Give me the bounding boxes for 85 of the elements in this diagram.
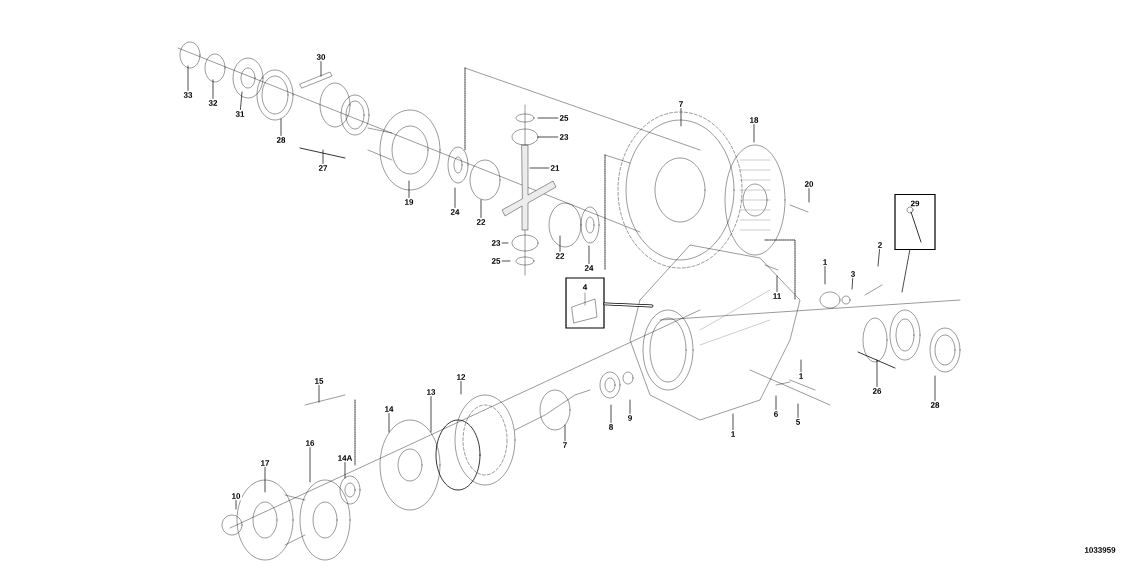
- callout-number: 1: [729, 429, 737, 439]
- callout-number: 20: [803, 179, 815, 189]
- callout-number: 16: [304, 438, 316, 448]
- leader-line: [430, 396, 432, 433]
- drawing-number: 1033959: [1084, 547, 1116, 553]
- callout-number: 10: [230, 491, 242, 501]
- callout-number: 30: [315, 52, 327, 62]
- leader-line: [537, 136, 559, 138]
- leader-line: [460, 381, 462, 395]
- leader-line: [264, 467, 266, 493]
- inset-box: 29: [894, 193, 936, 251]
- callout-number: 17: [259, 458, 271, 468]
- callout-number: 6: [772, 409, 780, 419]
- leader-line: [212, 79, 214, 99]
- callout-number: 7: [677, 99, 685, 109]
- leader-line: [318, 385, 320, 403]
- leader-line: [680, 108, 682, 127]
- leader-line: [934, 375, 936, 401]
- leader-line: [753, 124, 755, 143]
- callout-number: 19: [403, 197, 415, 207]
- callout-number: 13: [425, 387, 437, 397]
- leader-line: [187, 65, 189, 91]
- leader-line: [320, 61, 322, 77]
- callout-number: 21: [549, 163, 561, 173]
- leader-line: [529, 167, 550, 169]
- leader-line: [309, 447, 311, 483]
- leader-line: [480, 199, 482, 218]
- leader-line: [537, 117, 559, 119]
- callout-number: 32: [207, 98, 219, 108]
- leader-line: [603, 302, 654, 308]
- callout-number: 28: [275, 135, 287, 145]
- leader-line: [824, 266, 826, 285]
- callout-number: 18: [748, 115, 760, 125]
- leader-line: [240, 91, 243, 110]
- callout-number: 5: [794, 417, 802, 427]
- leader-line: [851, 278, 854, 290]
- callout-number: 28: [929, 400, 941, 410]
- callout-number: 15: [313, 376, 325, 386]
- callout-number: 9: [626, 413, 634, 423]
- callout-number: 33: [182, 90, 194, 100]
- callout-number: 25: [490, 256, 502, 266]
- callout-number: 8: [607, 422, 615, 432]
- leader-line: [732, 413, 734, 430]
- callout-number: 24: [449, 207, 461, 217]
- leader-line: [876, 359, 878, 387]
- leader-line: [235, 500, 237, 510]
- callout-number: 14: [383, 404, 395, 414]
- callout-number: 22: [475, 217, 487, 227]
- leader-line: [797, 403, 799, 418]
- leader-line: [388, 413, 390, 433]
- callout-number: 2: [876, 240, 884, 250]
- leader-line: [776, 275, 778, 292]
- callout-number: 25: [558, 113, 570, 123]
- leader-line: [588, 245, 590, 264]
- callout-number: 23: [558, 132, 570, 142]
- leader-line: [901, 249, 911, 293]
- leader-line: [322, 149, 324, 164]
- leader-line: [610, 404, 612, 423]
- leader-line: [344, 462, 346, 479]
- leader-line: [808, 188, 810, 203]
- callout-number: 12: [455, 372, 467, 382]
- callout-number: 22: [554, 251, 566, 261]
- leader-line: [775, 395, 777, 410]
- callout-number: 7: [561, 440, 569, 450]
- leader-line: [501, 260, 511, 262]
- callout-number: 1: [797, 371, 805, 381]
- callout-number: 3: [849, 269, 857, 279]
- leader-line: [877, 249, 880, 267]
- leader-line: [280, 118, 282, 136]
- leader-line: [800, 359, 802, 372]
- callout-number: 11: [771, 291, 783, 301]
- leader-line: [629, 399, 631, 414]
- leader-line: [564, 424, 566, 441]
- callout-number: 23: [490, 238, 502, 248]
- callout-number: 26: [871, 386, 883, 396]
- leader-line: [408, 180, 410, 198]
- inset-box: 4: [565, 277, 605, 329]
- callout-number: 14A: [336, 453, 354, 463]
- leader-line: [501, 242, 509, 244]
- callout-number: 1: [821, 257, 829, 267]
- callout-number: 31: [234, 109, 246, 119]
- callout-number: 27: [317, 163, 329, 173]
- leader-line: [454, 187, 456, 208]
- callout-number: 24: [583, 263, 595, 273]
- leader-line: [559, 235, 561, 252]
